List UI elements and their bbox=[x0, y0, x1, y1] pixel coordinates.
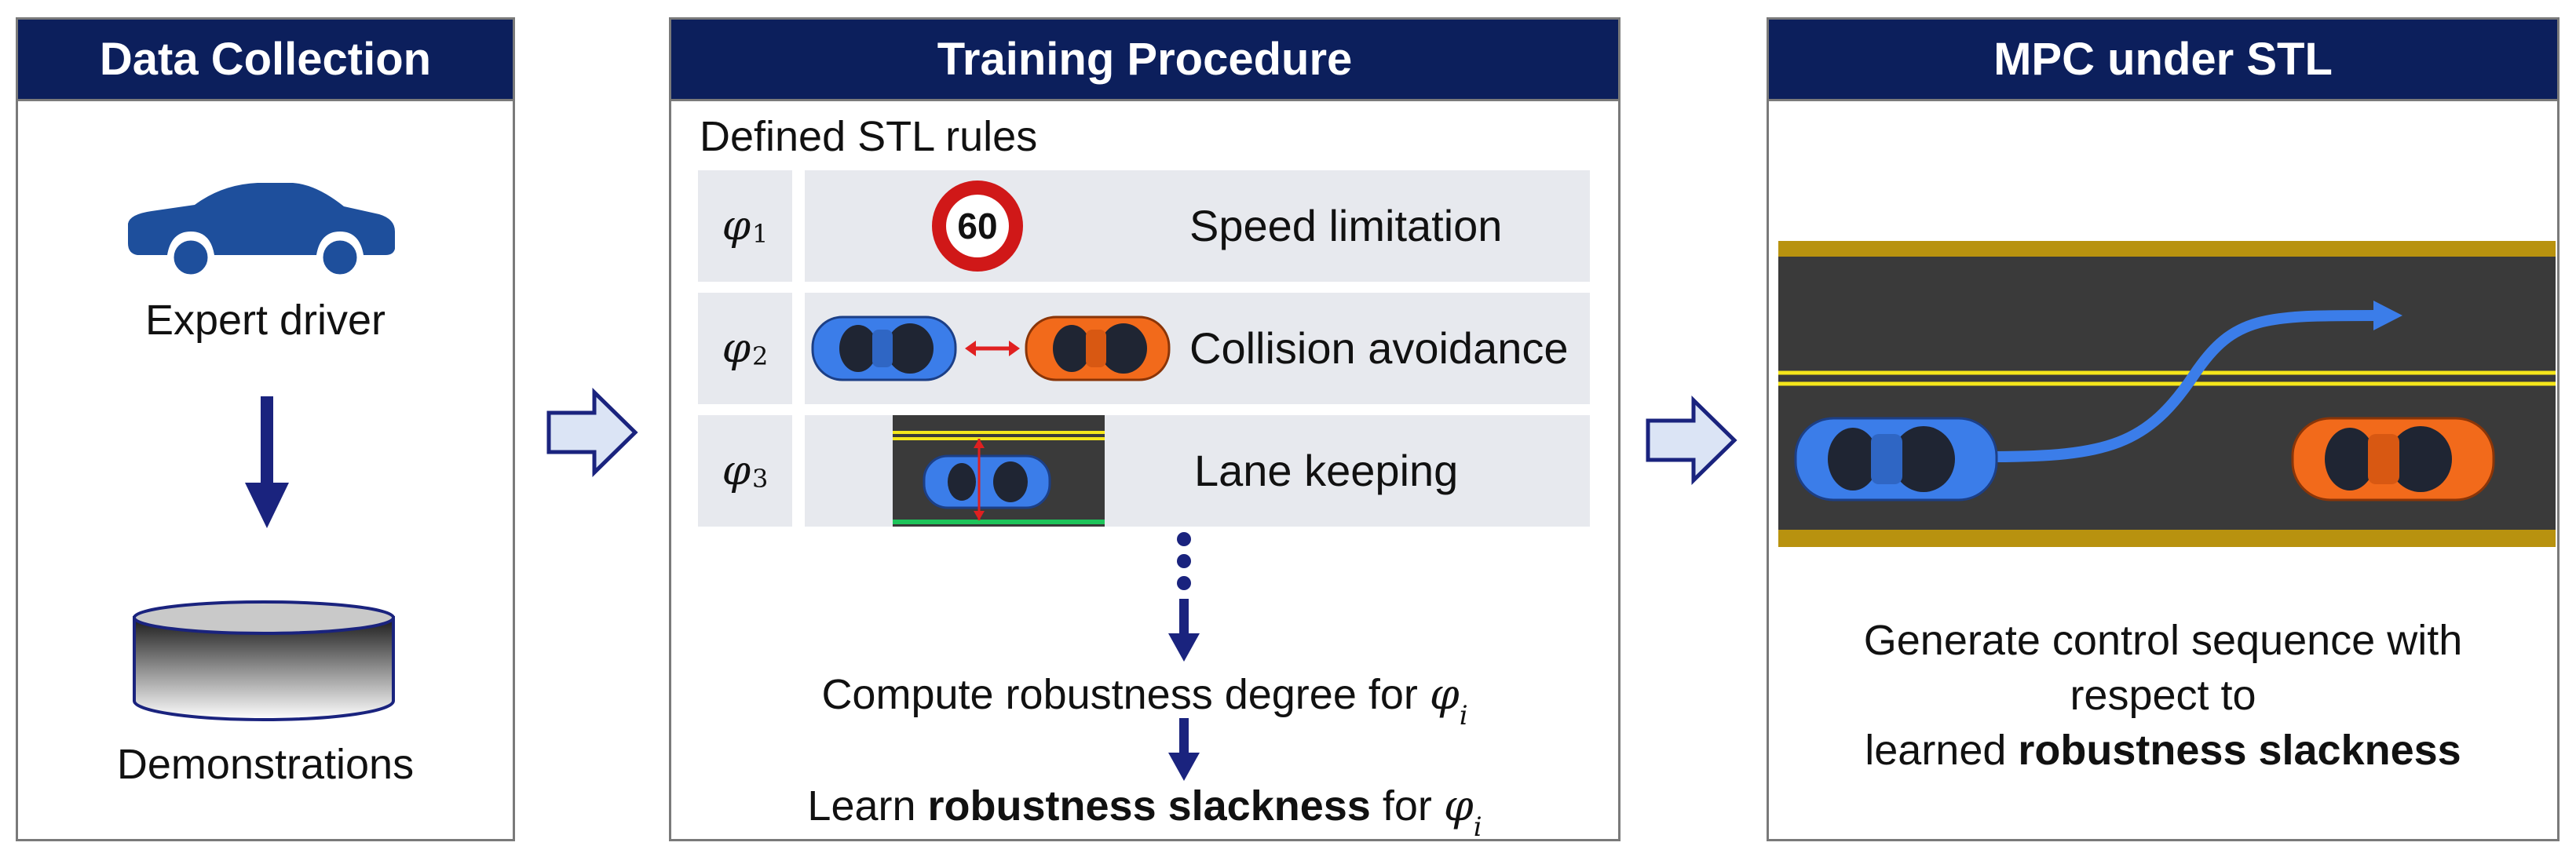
speed-limit-sign-icon: 60 bbox=[932, 181, 1023, 272]
orange-car-icon bbox=[1025, 315, 1171, 381]
down-arrow-icon bbox=[1168, 718, 1200, 781]
road-scene-icon bbox=[1778, 241, 2556, 547]
rule-1-label: Speed limitation bbox=[1189, 201, 1503, 250]
hollow-arrow-icon bbox=[546, 388, 638, 477]
distance-arrow-icon bbox=[965, 341, 1020, 356]
down-arrow-icon bbox=[1168, 599, 1200, 662]
mpc-line-2: respect to bbox=[2070, 672, 2256, 719]
data-collection-panel: Data Collection Expert driver Demonstrat… bbox=[16, 17, 515, 841]
down-arrow-icon bbox=[245, 396, 289, 528]
rule-3-label: Lane keeping bbox=[1194, 446, 1459, 495]
data-collection-title: Data Collection bbox=[18, 20, 513, 101]
demonstrations-label: Demonstrations bbox=[116, 741, 415, 788]
mpc-line-1: Generate control sequence with bbox=[1863, 617, 2463, 664]
ellipsis-dots-icon bbox=[1177, 532, 1191, 590]
database-icon bbox=[133, 600, 395, 721]
rules-heading: Defined STL rules bbox=[700, 113, 1038, 160]
mpc-panel: MPC under STL Generate control sequence … bbox=[1767, 17, 2560, 841]
mpc-title: MPC under STL bbox=[1769, 20, 2557, 101]
speed-limit-value: 60 bbox=[957, 206, 997, 246]
training-procedure-title: Training Procedure bbox=[671, 20, 1618, 101]
learn-slackness-text: Learn robustness slackness for φi bbox=[807, 781, 1482, 843]
hollow-arrow-icon bbox=[1646, 396, 1737, 485]
blue-car-icon bbox=[811, 315, 957, 381]
rule-2-label: Collision avoidance bbox=[1189, 323, 1569, 373]
rule-3-row: Lane keeping bbox=[805, 415, 1590, 527]
car-icon bbox=[128, 183, 395, 279]
mpc-line-3: learned robustness slackness bbox=[1865, 727, 2461, 774]
lane-keeping-icon bbox=[893, 415, 1105, 527]
rule-2-row: Collision avoidance bbox=[805, 293, 1590, 404]
expert-driver-label: Expert driver bbox=[144, 297, 386, 344]
rule-1-row: 60 Speed limitation bbox=[805, 170, 1590, 282]
compute-robustness-text: Compute robustness degree for φi bbox=[821, 669, 1468, 731]
